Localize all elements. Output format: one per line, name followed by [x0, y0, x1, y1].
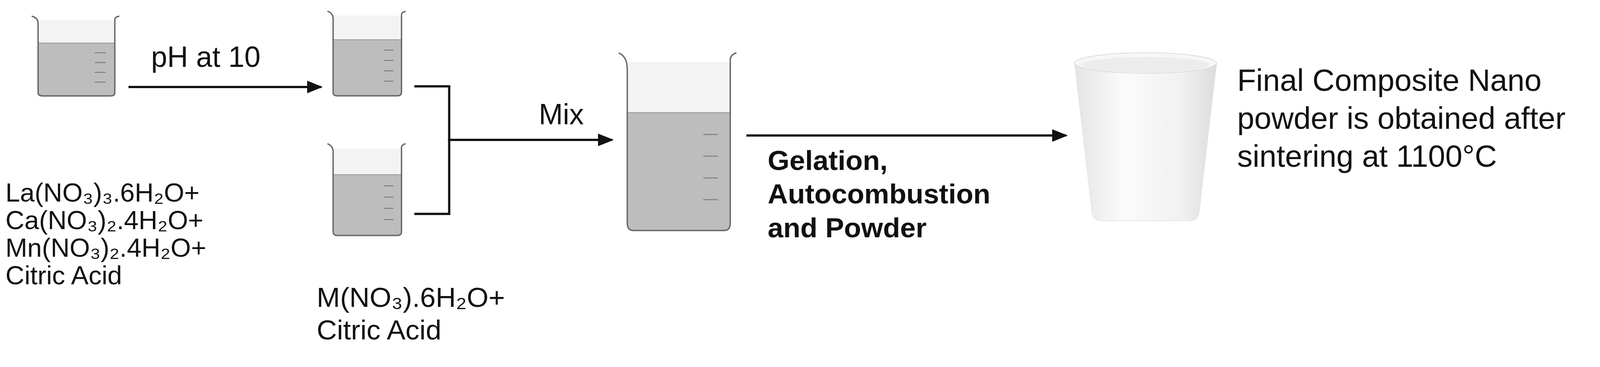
flow-arrow: [128, 85, 322, 89]
flow-arrow: [746, 134, 1067, 137]
flow-arrow: [414, 139, 613, 214]
basic-solution-beaker: [326, 10, 409, 97]
node-caption: La(NO₃)₃.6H₂O+ Ca(NO₃)₂.4H₂O+ Mn(NO₃)₂.4…: [5, 178, 211, 290]
metal-nitrate-beaker: M(NO₃).6H₂O+ Citric Acid: [326, 142, 409, 237]
sintering-crucible: Final Composite Nano powder is obtained …: [1071, 51, 1220, 223]
beaker-drawing: [326, 142, 409, 237]
mixing-beaker: [617, 51, 741, 233]
nitrate-solution-beaker: La(NO₃)₃.6H₂O+ Ca(NO₃)₂.4H₂O+ Mn(NO₃)₂.4…: [30, 15, 123, 97]
node-caption: M(NO₃).6H₂O+ Citric Acid: [316, 281, 509, 347]
node-caption: Final Composite Nano powder is obtained …: [1237, 61, 1591, 176]
beaker-drawing: [326, 10, 409, 97]
crucible-drawing: [1071, 51, 1220, 223]
beaker-drawing: [617, 51, 741, 233]
flow-arrow: [414, 86, 613, 140]
arrow-label: Mix: [538, 97, 584, 133]
beaker-drawing: [30, 15, 123, 97]
arrow-label: Gelation, Autocombustion and Powder: [767, 143, 995, 245]
arrow-label: pH at 10: [151, 39, 261, 75]
